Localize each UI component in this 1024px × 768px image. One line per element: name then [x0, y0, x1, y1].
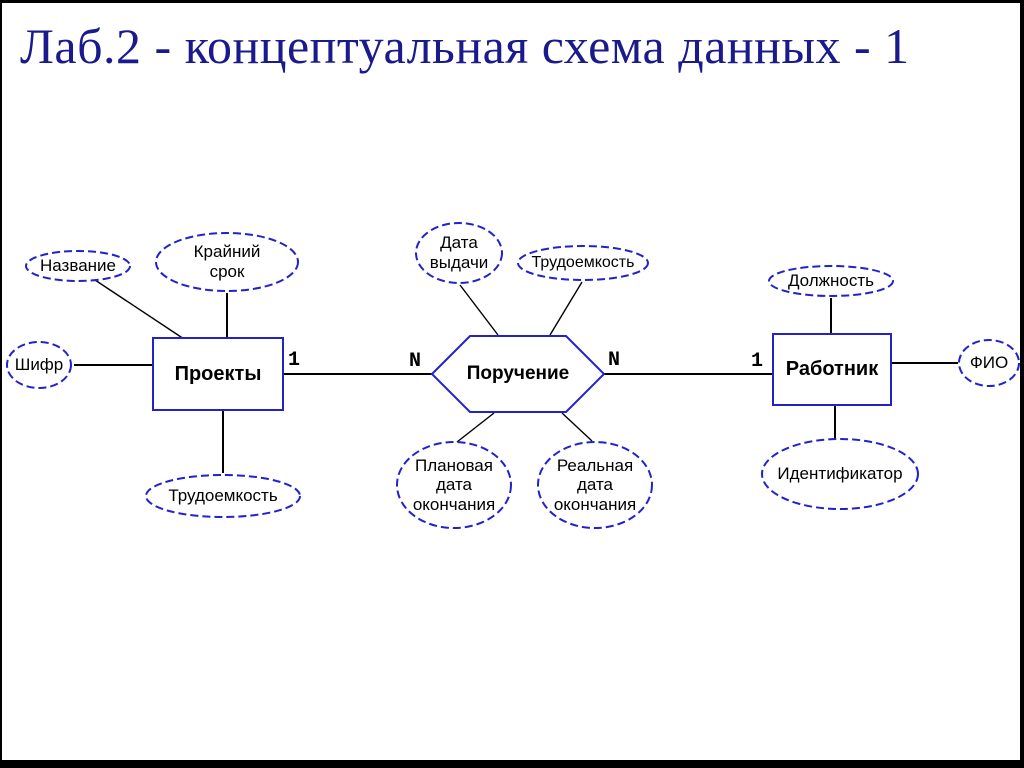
- attribute-label: Должность: [787, 271, 875, 291]
- connector-line: [561, 412, 593, 442]
- attribute-label: Реальная дата окончания: [553, 455, 637, 514]
- attribute-deadline: Крайний срок: [154, 231, 300, 293]
- entity-projects-label: Проекты: [174, 362, 262, 385]
- attribute-label: Название: [40, 256, 116, 276]
- entity-worker-label: Работник: [785, 358, 879, 380]
- ellipse-outline: [537, 441, 653, 529]
- ellipse-outline: [25, 250, 131, 282]
- attribute-label: Плановая дата окончания: [412, 455, 496, 514]
- attribute-label: Дата выдачи: [429, 233, 489, 272]
- connector-line: [549, 281, 583, 336]
- attribute-code: Шифр: [5, 340, 73, 390]
- ellipse-outline: [145, 474, 301, 518]
- attribute-label: Трудоемкость: [531, 253, 635, 271]
- connector-lines-layer: [74, 279, 958, 473]
- cardinality-worker: 1: [751, 350, 764, 373]
- attribute-labor-assignment: Трудоемкость: [516, 244, 650, 282]
- relationship-assignment-label: Поручение: [466, 363, 570, 385]
- attribute-label: Идентификатор: [777, 464, 903, 484]
- slide-title: Лаб.2 - концептуальная схема данных - 1: [20, 18, 910, 74]
- attribute-label: Трудоемкость: [168, 486, 278, 506]
- attribute-labor-projects: Трудоемкость: [144, 473, 302, 519]
- attribute-name: Название: [24, 249, 132, 283]
- cardinality-projects: 1: [288, 349, 301, 372]
- attribute-label: ФИО: [969, 353, 1009, 373]
- ellipse-outline: [517, 245, 649, 281]
- ellipse-outline: [6, 341, 72, 389]
- ellipse-outline: [768, 265, 894, 297]
- entity-worker-box: Работник: [772, 333, 892, 406]
- attribute-position: Должность: [767, 264, 895, 298]
- relationship-assignment-box: Поручение: [430, 334, 606, 414]
- attribute-issue-date: Дата выдачи: [414, 221, 504, 285]
- attribute-identifier: Идентификатор: [760, 437, 920, 511]
- attribute-actual-end-date: Реальная дата окончания: [536, 440, 654, 530]
- attribute-planned-end-date: Плановая дата окончания: [395, 440, 513, 530]
- ellipse-outline: [761, 438, 919, 510]
- attribute-label: Шифр: [14, 355, 64, 375]
- attribute-full-name: ФИО: [957, 338, 1020, 388]
- cardinality-assignment-left: N: [409, 350, 422, 373]
- connector-line: [459, 284, 499, 336]
- connector-line: [94, 279, 185, 340]
- ellipse-outline: [415, 222, 503, 284]
- ellipse-outline: [396, 441, 512, 529]
- connector-line: [456, 412, 495, 443]
- attribute-label: Крайний срок: [193, 242, 261, 281]
- entity-projects-box: Проекты: [152, 337, 284, 411]
- ellipse-outline: [155, 232, 299, 292]
- cardinality-assignment-right: N: [608, 349, 621, 372]
- hexagon-shape: [430, 335, 606, 413]
- ellipse-outline: [958, 339, 1020, 387]
